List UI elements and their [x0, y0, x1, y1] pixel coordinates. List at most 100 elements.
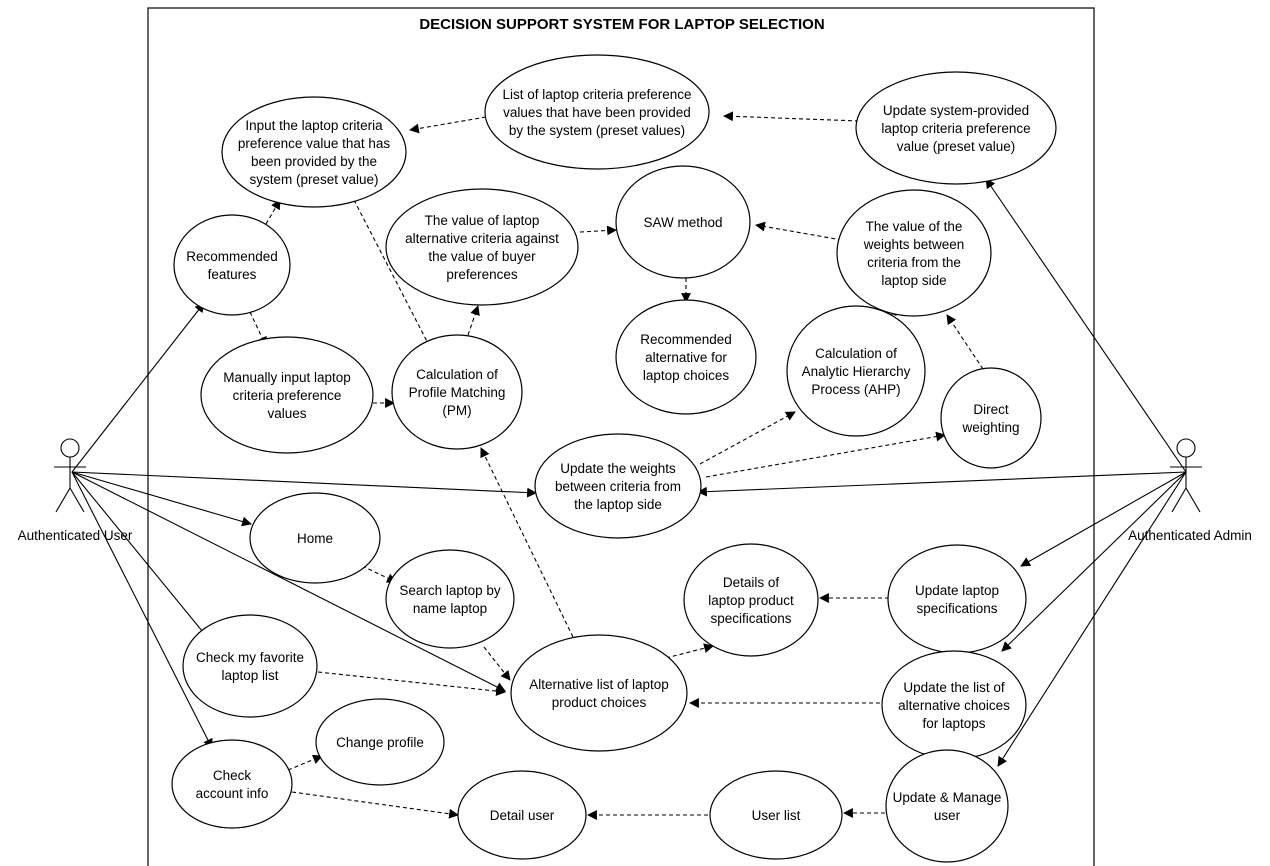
use-case-label: value (preset value) — [897, 139, 1016, 154]
use-case-label: specifications — [710, 611, 791, 626]
use-case-shape — [457, 770, 587, 860]
use-case-label: (PM) — [442, 403, 471, 418]
dep-alt-list-pm — [480, 447, 574, 638]
use-case-label: the laptop side — [574, 497, 662, 512]
use-case-label: Update & Manage — [893, 790, 1002, 805]
assoc-admin-update-preset — [985, 178, 1187, 473]
dep-features-input — [265, 199, 281, 225]
assoc-user-favorite-list — [71, 471, 208, 638]
use-case-shape — [885, 749, 1009, 863]
use-case-label: SAW method — [643, 215, 722, 230]
use-case-label: Detail user — [490, 808, 555, 823]
use-case-update-alt-list[interactable]: Update the list of alternative choices for… — [881, 650, 1027, 760]
use-case-label: preference value that has — [238, 136, 391, 151]
use-case-label: The value of the — [866, 219, 963, 234]
use-case-manage-user[interactable]: Update & Manage user — [885, 749, 1009, 863]
use-case-value-alt-criteria[interactable]: The value of laptop alternative criteria … — [385, 188, 579, 306]
use-case-label: by the system (preset values) — [509, 123, 685, 138]
use-case-shape — [385, 549, 515, 649]
use-case-label: laptop product — [708, 593, 794, 608]
use-case-shape — [534, 433, 702, 539]
use-case-change-profile[interactable]: Change profile — [315, 698, 445, 786]
actor-authenticated-admin[interactable]: Authenticated Admin — [1128, 438, 1252, 543]
use-case-input-preset[interactable]: Input the laptop criteria preference valu… — [221, 96, 407, 208]
use-case-shape — [709, 770, 843, 860]
use-case-label: values — [267, 406, 306, 421]
admin-head-icon — [1176, 438, 1196, 458]
use-case-label: user — [934, 808, 961, 823]
use-case-label: Check — [213, 768, 252, 783]
use-case-label: weighting — [961, 420, 1019, 435]
use-case-label: List of laptop criteria preference — [502, 87, 691, 102]
user-head-icon — [60, 438, 80, 458]
use-case-label: Check my favorite — [196, 650, 304, 665]
use-case-label: Update laptop — [915, 583, 999, 598]
dep-list-input — [409, 116, 487, 134]
use-case-label: been provided by the — [251, 154, 377, 169]
use-case-label: Input the laptop criteria — [245, 118, 383, 133]
use-case-label: laptop criteria preference — [881, 121, 1030, 136]
use-case-label: system (preset value) — [249, 172, 378, 187]
use-case-label: Direct — [973, 402, 1009, 417]
use-case-label: values that have been provided — [503, 105, 691, 120]
actor-authenticated-user[interactable]: Authenticated User — [18, 438, 133, 543]
actor-admin-label: Authenticated Admin — [1128, 528, 1252, 543]
use-case-label: alternative for — [645, 350, 727, 365]
use-case-user-list[interactable]: User list — [709, 770, 843, 860]
use-case-alt-list[interactable]: Alternative list of laptop product choice… — [510, 634, 688, 752]
use-case-label: name laptop — [413, 601, 487, 616]
dep-pm-value-alt — [467, 305, 480, 336]
system-boundary — [147, 7, 1095, 866]
use-case-label: alternative choices — [898, 698, 1010, 713]
use-case-shape — [615, 299, 757, 415]
use-case-label: Recommended — [640, 332, 732, 347]
use-case-label: Alternative list of laptop — [529, 677, 669, 692]
use-case-shape — [385, 188, 579, 306]
use-case-label: for laptops — [922, 716, 985, 731]
assoc-admin-update-weights — [697, 471, 1187, 497]
use-case-label: The value of laptop — [425, 213, 540, 228]
use-case-label: Analytic Hierarchy — [802, 364, 911, 379]
use-case-label: User list — [752, 808, 801, 823]
use-case-shape — [391, 334, 523, 450]
use-case-label: Process (AHP) — [811, 382, 900, 397]
use-case-label: specifications — [916, 601, 997, 616]
use-case-list-preset[interactable]: List of laptop criteria preference values… — [484, 54, 710, 170]
use-case-shape — [510, 634, 688, 752]
use-case-saw-method[interactable]: SAW method — [615, 165, 751, 279]
use-case-label: Update the list of — [903, 680, 1005, 695]
dep-home-search — [361, 565, 397, 583]
dep-update-weights-direct — [705, 431, 946, 478]
use-case-shape — [940, 367, 1042, 469]
use-case-home[interactable]: Home — [249, 492, 381, 584]
actor-user-label: Authenticated User — [18, 528, 133, 543]
use-case-label: between criteria from — [555, 479, 681, 494]
assoc-admin-update-specs — [1020, 471, 1187, 567]
use-case-shape — [249, 492, 381, 584]
use-case-update-specs[interactable]: Update laptop specifications — [887, 544, 1027, 654]
dep-favorite-alt-list — [317, 671, 506, 696]
use-case-label: alternative criteria against — [405, 231, 559, 246]
dep-account-detail-user — [291, 791, 459, 819]
assoc-user-update-weights — [71, 471, 537, 498]
dep-direct-weights — [946, 314, 984, 370]
assoc-user-home — [71, 471, 252, 527]
use-case-detail-user[interactable]: Detail user — [457, 770, 587, 860]
use-case-shape — [683, 543, 819, 657]
use-case-label: product choices — [552, 695, 647, 710]
use-case-label: laptop side — [881, 273, 946, 288]
dep-update-weights-ahp — [699, 411, 796, 465]
use-case-direct-weighting[interactable]: Direct weighting — [940, 367, 1042, 469]
